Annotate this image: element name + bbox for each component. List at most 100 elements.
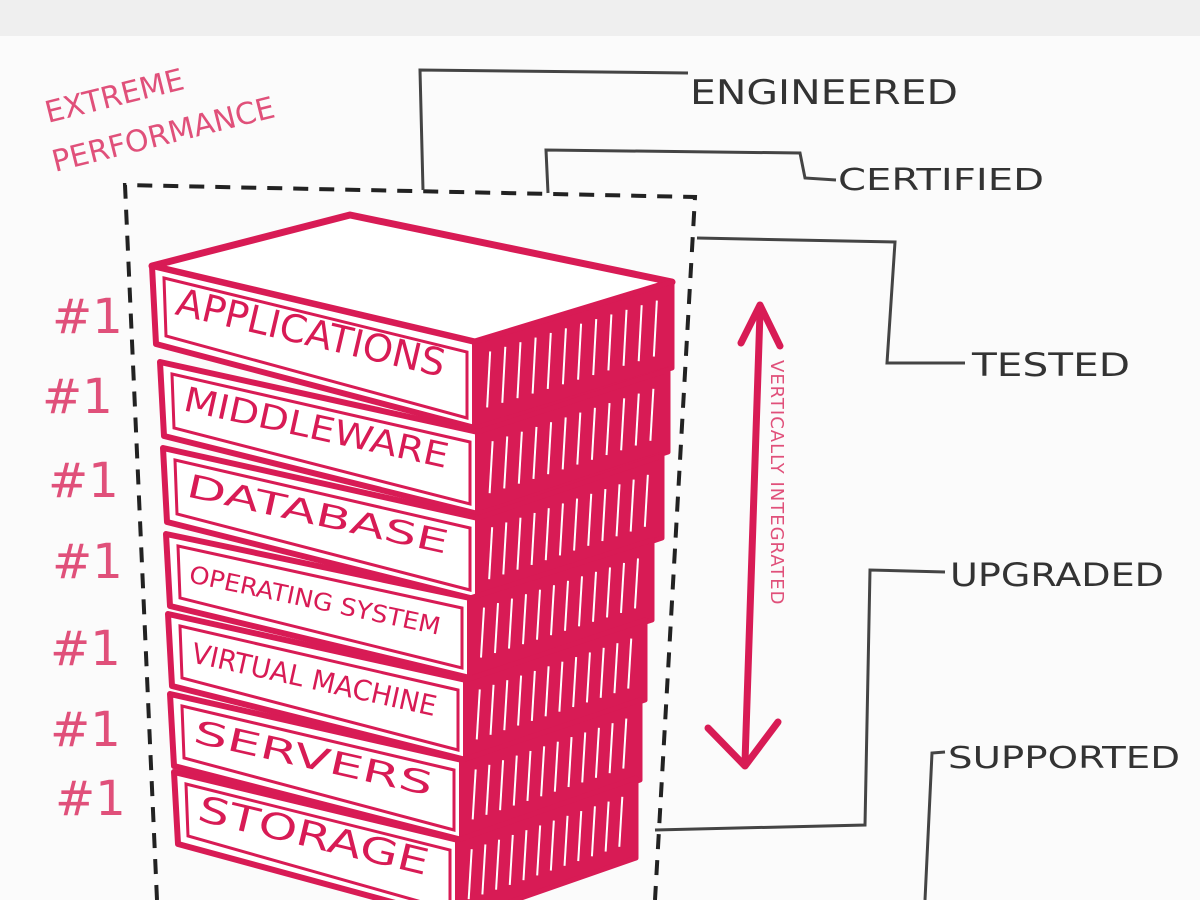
callout-supported: SUPPORTED (948, 741, 1180, 776)
vent-stripe (622, 718, 628, 769)
vent-stripe (480, 607, 485, 658)
vent-stripe (561, 328, 567, 385)
layer-side-face (475, 367, 671, 517)
dashed-boundary (122, 182, 698, 900)
rank-marker: #1 (48, 453, 119, 509)
vent-stripe (471, 769, 477, 820)
vent-stripe (577, 811, 583, 862)
vent-stripe (499, 760, 505, 811)
vent-stripe (607, 314, 613, 371)
vent-stripe (489, 684, 495, 735)
vent-stripe (592, 319, 598, 376)
vent-stripe (578, 576, 583, 627)
vent-stripe (613, 643, 619, 694)
vent-stripe (558, 503, 564, 556)
vent-stripe (522, 594, 527, 645)
engineered-connector (418, 68, 689, 191)
callout-upgraded: UPGRADED (950, 556, 1164, 594)
layer-inner-frame (184, 782, 452, 900)
callout-engineered: ENGINEERED (690, 73, 958, 113)
vent-stripe (547, 422, 553, 475)
vent-stripe (516, 517, 522, 570)
vent-stripe (486, 351, 492, 408)
vent-stripe (488, 441, 494, 494)
upgraded-connector (654, 568, 946, 832)
rank-marker: #1 (50, 621, 121, 677)
rank-marker: #1 (52, 534, 123, 590)
vertical-arrow (704, 301, 784, 770)
vent-stripe (544, 666, 550, 717)
layer-inner-frame (180, 704, 456, 832)
layer-side-face (467, 537, 655, 681)
layer-inner-frame (162, 276, 469, 420)
vent-stripe (495, 839, 501, 890)
vent-stripe (587, 493, 593, 546)
vent-stripe (637, 305, 643, 362)
top-bar (0, 0, 1200, 36)
vent-stripe (643, 474, 649, 527)
vent-stripe (508, 834, 514, 885)
vent-stripe (481, 844, 487, 895)
vent-stripe (622, 309, 628, 366)
vent-stripe (627, 638, 633, 689)
vent-stripe (634, 558, 639, 609)
rank-column: #1#1#1#1#1#1#1 (42, 289, 126, 827)
vent-stripe (530, 670, 536, 721)
vent-stripe (599, 647, 605, 698)
vent-stripe (573, 498, 579, 551)
vent-stripe (508, 598, 513, 649)
vent-stripe (608, 723, 614, 774)
vent-stripe (546, 332, 552, 389)
rank-marker: #1 (50, 702, 121, 758)
layer-front-face (171, 769, 461, 900)
arrow-shaft (741, 308, 764, 766)
vent-stripe (531, 337, 537, 394)
vent-stripe (467, 849, 473, 900)
vent-stripe (532, 426, 538, 479)
layer-inner-frame (170, 372, 472, 506)
vent-stripe (544, 508, 550, 561)
vent-stripe (572, 657, 578, 708)
layer-inner-frame (176, 544, 464, 670)
arrow-head-down-icon (704, 718, 782, 770)
vent-stripe (606, 567, 611, 618)
vent-stripe (485, 764, 491, 815)
vent-stripe (517, 431, 523, 484)
vent-stripe (516, 342, 522, 399)
vent-stripe (494, 603, 499, 654)
vent-stripe (549, 820, 555, 871)
vent-stripe (594, 727, 600, 778)
layer-side-face (455, 775, 639, 900)
vent-stripe (563, 815, 569, 866)
layer-inner-frame (173, 458, 472, 592)
vent-stripe (576, 412, 582, 465)
vent-stripe (517, 675, 523, 726)
vent-stripe (634, 393, 640, 446)
vent-stripe (564, 580, 569, 631)
vent-stripe (522, 830, 528, 881)
rank-marker: #1 (55, 771, 126, 827)
vent-stripe (488, 527, 494, 580)
vent-stripe (604, 801, 610, 852)
vent-stripe (618, 796, 624, 847)
layer-side-face (459, 697, 643, 843)
vent-stripe (649, 388, 655, 441)
vent-stripe (592, 571, 597, 622)
vent-stripe (615, 484, 621, 537)
vent-stripe (502, 522, 508, 575)
vent-stripe (561, 417, 567, 470)
rank-marker: #1 (52, 289, 123, 345)
supported-connector (923, 750, 946, 900)
vent-stripe (501, 346, 507, 403)
vent-stripe (605, 403, 611, 456)
vent-stripe (540, 746, 546, 797)
vent-stripe (620, 562, 625, 613)
vent-stripe (558, 661, 564, 712)
stack-layer: SERVERS (167, 691, 643, 843)
arrow-label: VERTICALLY INTEGRATED (766, 360, 787, 605)
layer-side-face (463, 617, 648, 763)
vent-stripe (512, 755, 518, 806)
vent-stripe (620, 398, 626, 451)
vent-stripe (629, 479, 635, 532)
vent-stripe (590, 806, 596, 857)
